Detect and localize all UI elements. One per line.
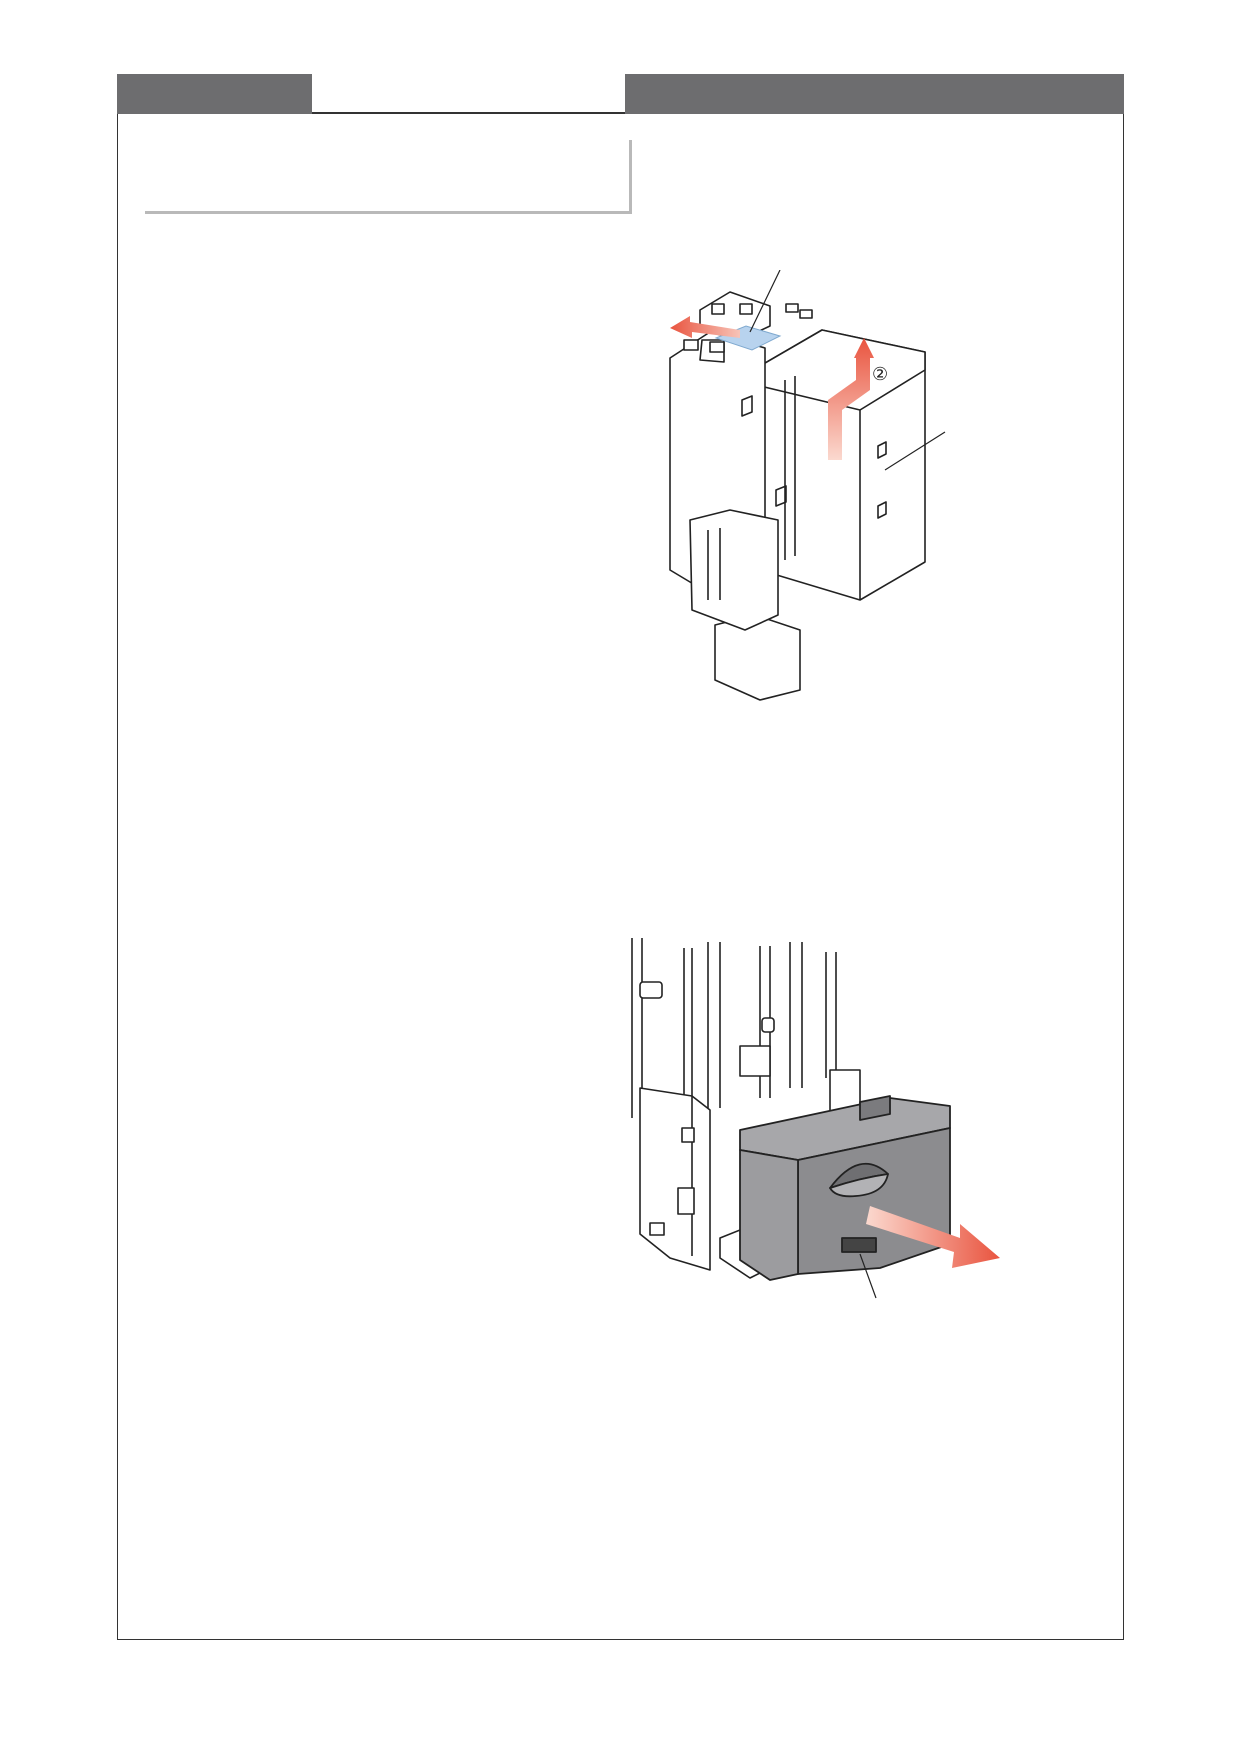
header-tab-center: [312, 74, 625, 114]
pull-drawer-illustration: [631, 938, 1000, 1299]
slide-arrow-icon: [670, 316, 740, 338]
drawer: [739, 1095, 951, 1281]
header-tab-right: [625, 74, 1124, 114]
pull-arrow-icon: [866, 1206, 1000, 1268]
step-2-marker: ②: [872, 364, 888, 385]
figure-remove-unit: ① ②: [660, 270, 1000, 710]
remove-unit-illustration: ① ②: [669, 270, 946, 701]
lift-arrow-icon: [828, 338, 874, 460]
header-tab-left: [117, 74, 312, 114]
figure-pull-drawer: [620, 938, 1020, 1328]
section-title-box: [145, 140, 632, 214]
page-frame: [117, 114, 1124, 1640]
